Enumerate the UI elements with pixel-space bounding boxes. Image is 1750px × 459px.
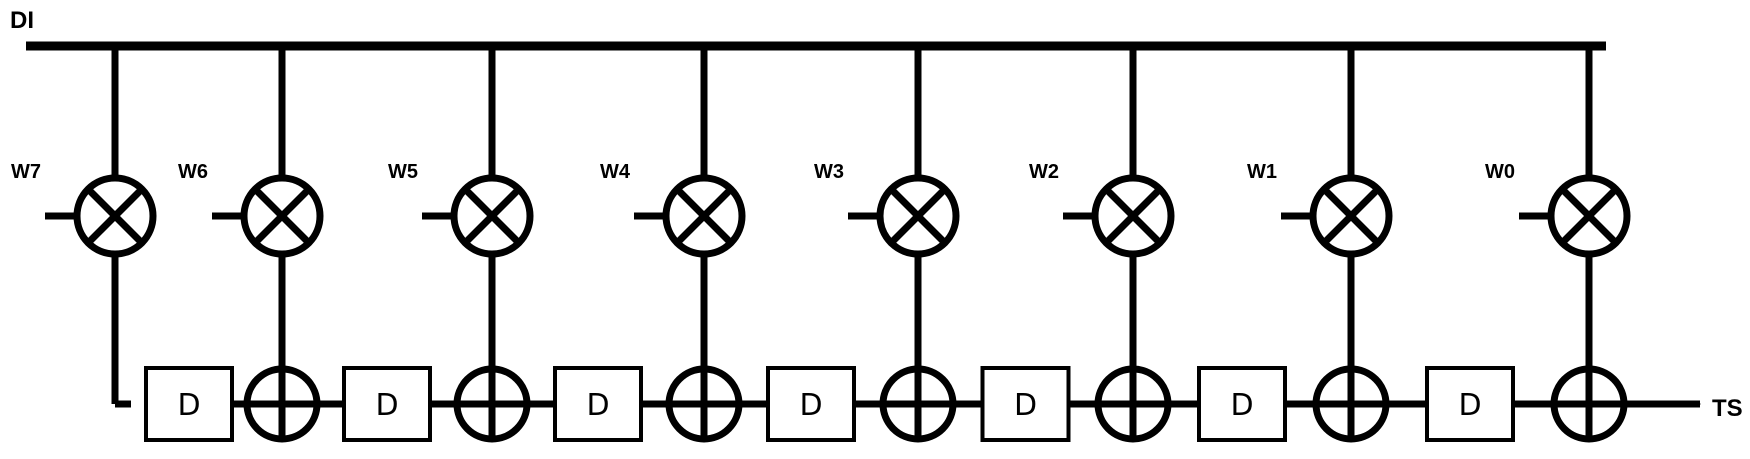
weight-label: W2 [1029,161,1059,183]
multiplier-cross-stroke [888,186,948,246]
multiplier-cross-stroke [1321,186,1381,246]
weight-label: W5 [388,161,418,183]
weight-label: W3 [814,161,844,183]
multiplier-cross-stroke [85,186,145,246]
weight-label: W6 [178,161,208,183]
weight-label: W0 [1485,161,1515,183]
multiplier-cross-stroke [462,186,522,246]
delay-label: D [799,388,822,423]
multiplier-cross-stroke [252,186,312,246]
weight-label: W7 [11,161,41,183]
weight-label: W4 [600,161,631,183]
delay-block [980,366,1071,442]
weight-label: W1 [1247,161,1277,183]
delay-label: D [586,388,609,423]
delay-label: D [1230,388,1253,423]
multiplier-cross-stroke [1559,186,1619,246]
delay-block [1425,366,1515,442]
delay-label: D [1458,388,1481,423]
delay-label: D [375,388,398,423]
multiplier-cross-stroke [674,186,734,246]
multiplier-cross-stroke [1103,186,1163,246]
delay-label: D [177,388,200,423]
delay-label: D [1014,388,1037,423]
input-label: DI [10,7,34,34]
output-label: TS [1712,395,1743,422]
